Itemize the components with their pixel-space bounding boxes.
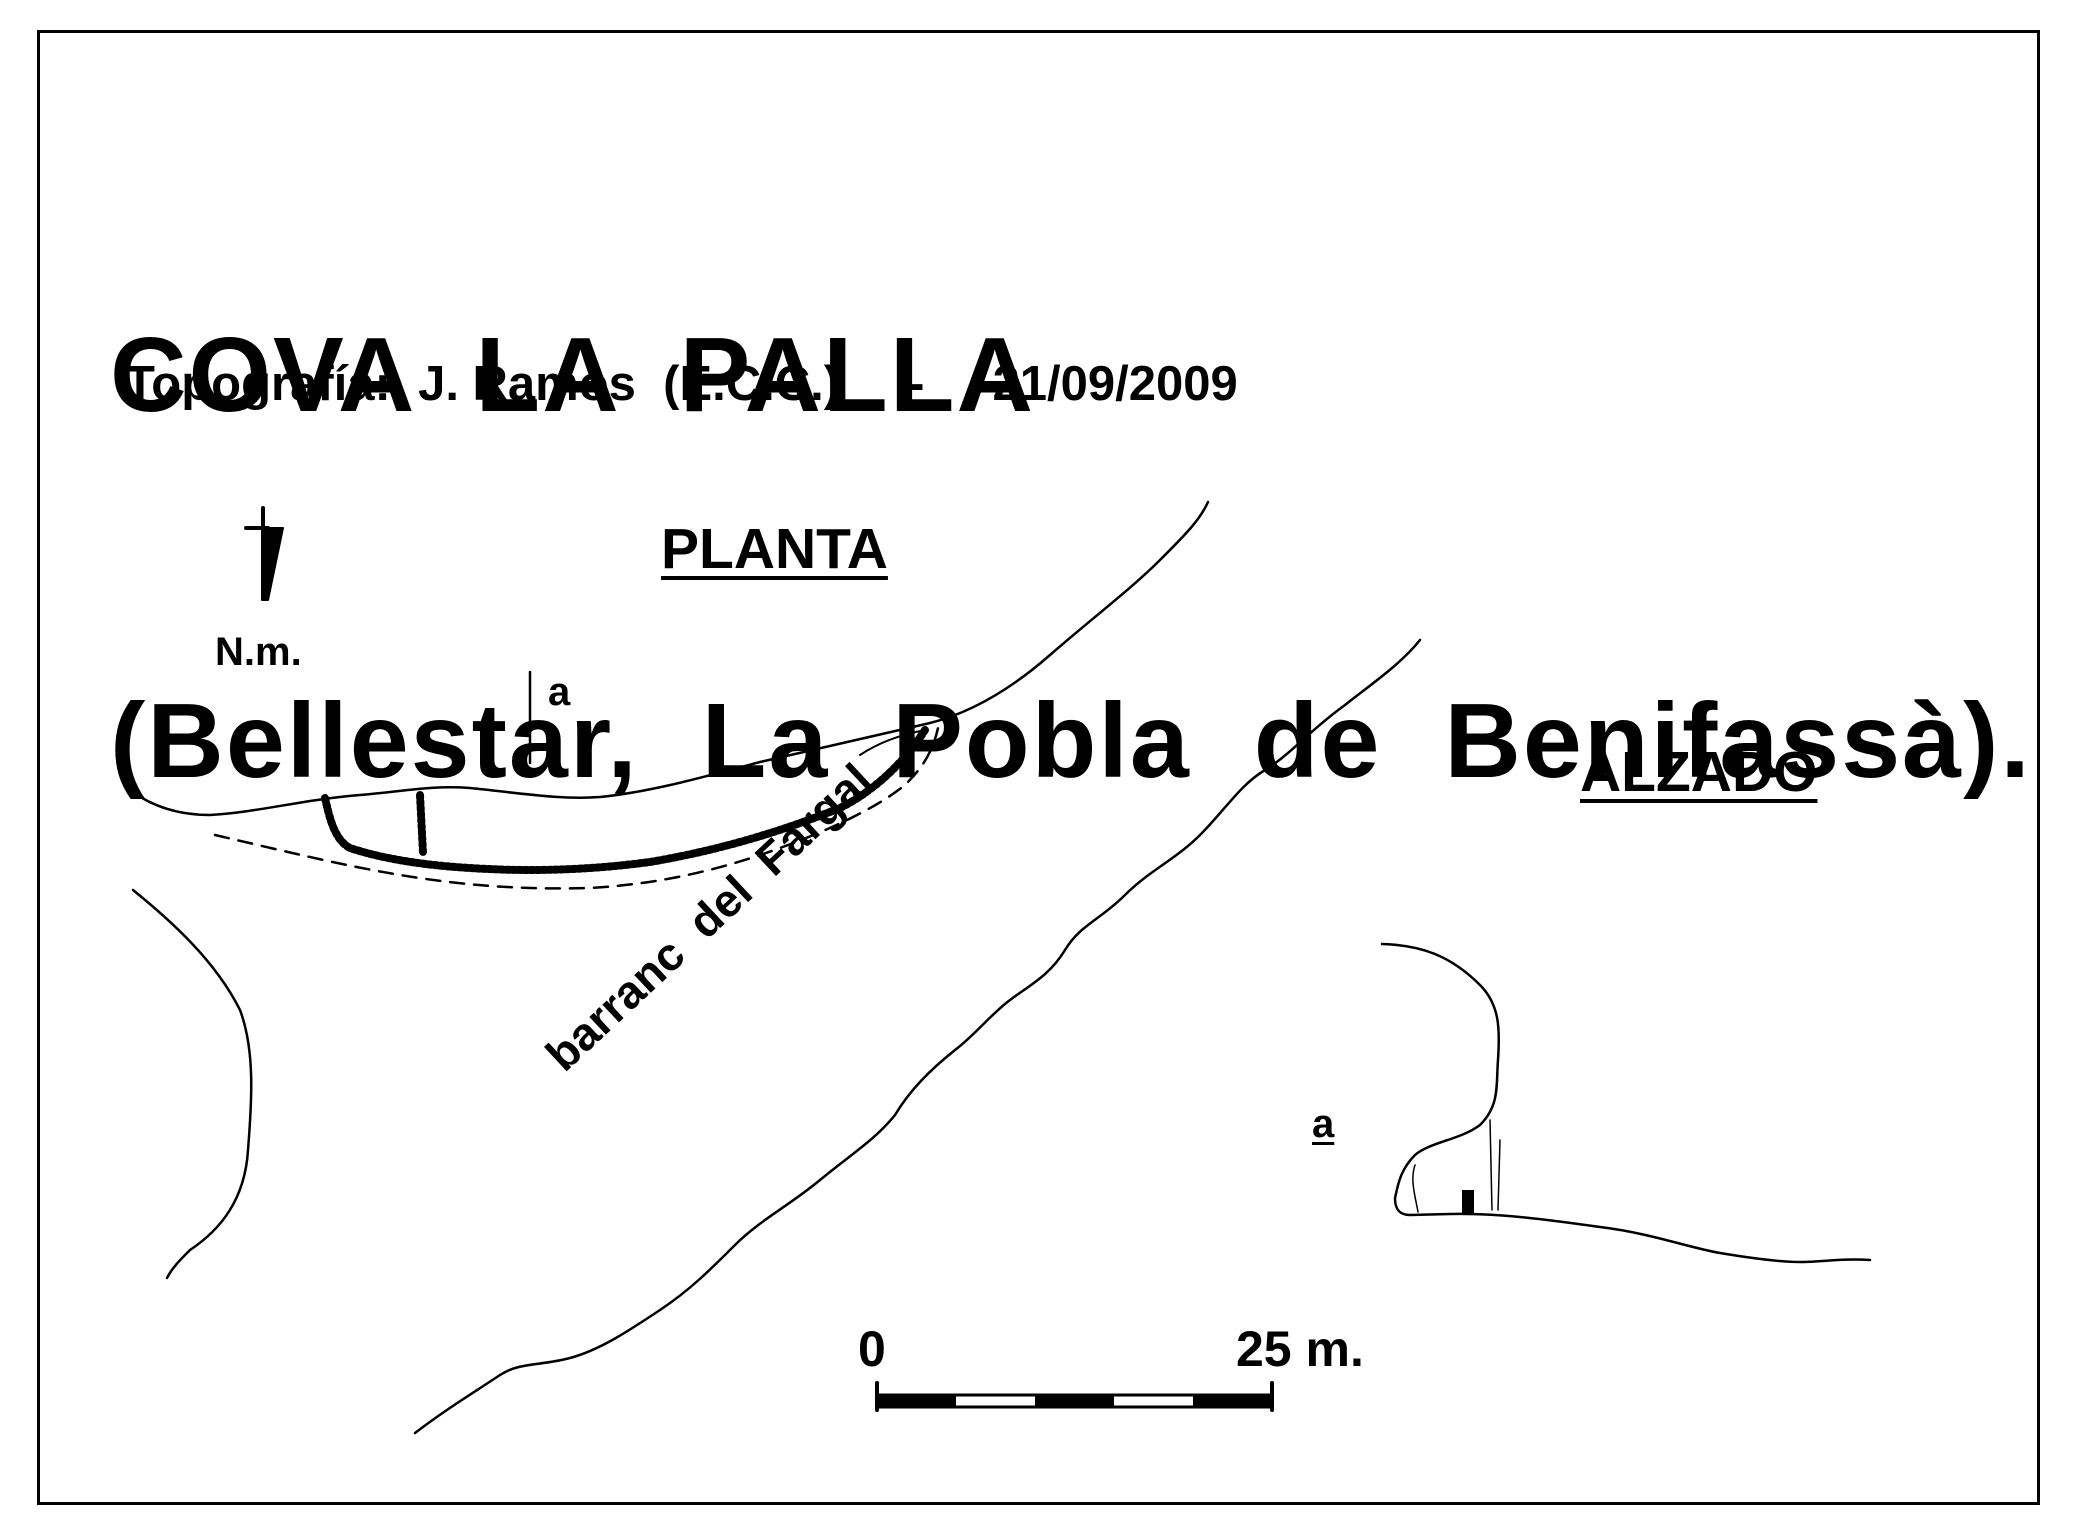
scale-end-label: 25 m. bbox=[1236, 1321, 1364, 1377]
cave-wall bbox=[321, 726, 929, 874]
elevation-detail bbox=[1412, 1119, 1501, 1213]
cave-location: (Bellestar, La Pobla de Benifassà). bbox=[110, 682, 2032, 800]
cave-title: COVA LA PALLA (Bellestar, La Pobla de Be… bbox=[110, 70, 2032, 924]
scale-bar bbox=[875, 1381, 1274, 1412]
plan-section-marker-label: a bbox=[548, 670, 571, 714]
cave-name: COVA LA PALLA bbox=[110, 316, 1036, 434]
left-slope-line bbox=[131, 888, 253, 1280]
hillside-upper-line bbox=[128, 500, 1210, 817]
drawing-frame bbox=[37, 30, 2040, 1505]
magnetic-north-label: N.m. bbox=[215, 630, 302, 674]
elevation-section-marker-label: a bbox=[1312, 1102, 1335, 1146]
cave-entrance-line bbox=[859, 729, 926, 756]
elevation-view-heading: ALZADO bbox=[1580, 740, 1818, 804]
plan-view-heading: PLANTA bbox=[661, 517, 888, 581]
cave-dripline bbox=[213, 726, 940, 890]
cave-inner-wall bbox=[416, 791, 427, 857]
north-arrow-icon bbox=[244, 506, 284, 601]
ravine-right-bank bbox=[413, 638, 1422, 1435]
scale-start-label: 0 bbox=[858, 1321, 886, 1377]
survey-credit: Topografía: J. Ramos (E.C.C.) - 21/09/20… bbox=[125, 357, 1238, 411]
elevation-detail-block bbox=[1462, 1190, 1474, 1214]
elevation-profile bbox=[1380, 942, 1872, 1264]
